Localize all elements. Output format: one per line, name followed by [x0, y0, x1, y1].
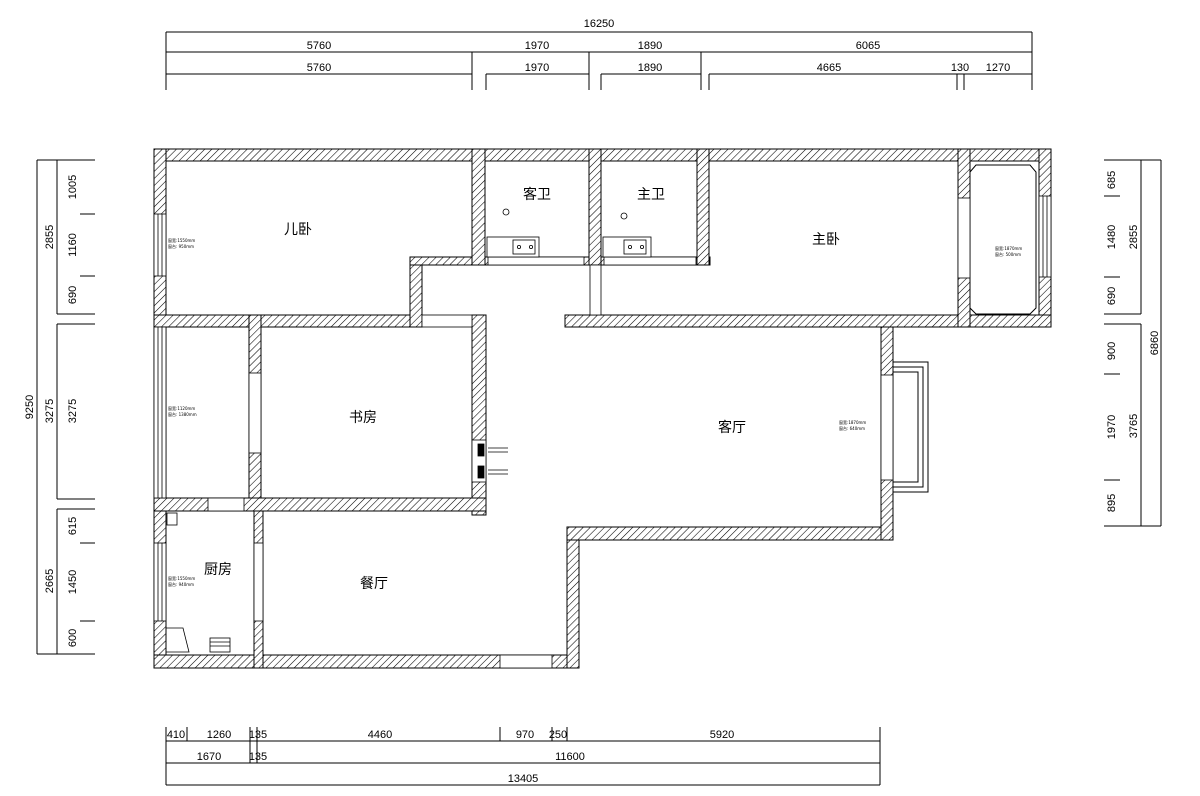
room-labels: 儿卧 客卫 主卫 主卧 书房 客厅 厨房 餐厅: [204, 186, 840, 592]
window-note: 窗宽:1870mm: [839, 419, 866, 425]
dim-label: 2855: [1128, 225, 1140, 249]
dim-label: 11600: [555, 751, 585, 763]
dim-label: 1005: [67, 175, 79, 199]
dim-label: 4665: [817, 62, 841, 74]
dim-label: 1890: [638, 62, 662, 74]
window-balcony: [1038, 195, 1052, 278]
dim-label: 410: [167, 729, 185, 741]
dim-label: 600: [67, 629, 79, 647]
dimension-left-labels: 9250 2855 3275 2665 1005 1160 690 3275 6…: [24, 175, 79, 647]
stove-icon: [209, 637, 231, 653]
window-note: 窗宽:1550mm: [168, 575, 195, 581]
dim-label: 1450: [67, 570, 79, 594]
dim-label: 1480: [1106, 225, 1118, 249]
dim-label: 895: [1106, 494, 1118, 512]
window-note: 窗台: 940mm: [168, 581, 194, 587]
window-note: 窗台: 950mm: [168, 243, 194, 249]
window-note: 窗台: 500mm: [995, 251, 1021, 257]
window-note: 窗宽:1870mm: [995, 245, 1022, 251]
window-study: [153, 326, 167, 499]
room-label-kitchen: 厨房: [204, 562, 232, 578]
dim-label: 2665: [44, 569, 56, 593]
room-label-guest-bathroom: 客卫: [523, 186, 551, 203]
dim-label: 1970: [525, 40, 549, 52]
dim-label: 4460: [368, 729, 392, 741]
floor-drain-icon: [620, 212, 628, 220]
dim-label: 3275: [44, 399, 56, 423]
dimension-bottom: [165, 727, 881, 786]
dim-label: 900: [1106, 342, 1118, 360]
balcony-frame: [969, 164, 1037, 315]
room-label-master-bathroom: 主卫: [637, 187, 665, 203]
room-label-child-bedroom: 儿卧: [284, 222, 312, 238]
fixtures: [166, 208, 652, 653]
dim-label: 1670: [197, 751, 221, 763]
window-notes: 窗宽:1550mm 窗台: 950mm 窗宽:1120mm 窗台: 1380mm…: [168, 237, 1022, 587]
dim-top-total: 16250: [584, 18, 615, 30]
dim-label: 1270: [986, 62, 1010, 74]
openings: [207, 197, 971, 669]
dim-label: 1970: [1106, 415, 1118, 439]
dim-label: 1890: [638, 40, 662, 52]
dim-label: 1970: [525, 62, 549, 74]
window-child-bedroom: [153, 213, 167, 277]
room-label-dining-room: 餐厅: [360, 576, 388, 592]
dim-label: 6065: [856, 40, 880, 52]
dim-label: 690: [1106, 287, 1118, 305]
dimension-right-labels: 6860 2855 3765 685 1480 690 900 1970 895: [1106, 171, 1161, 512]
counter-icon: [166, 627, 190, 653]
bay-window: [893, 361, 929, 493]
dim-label: 5760: [307, 62, 331, 74]
dim-label: 5920: [710, 729, 734, 741]
window-note: 窗台: 640mm: [839, 425, 865, 431]
dim-left-total: 9250: [24, 395, 36, 419]
dim-label: 615: [67, 517, 79, 535]
windows: [153, 195, 1052, 622]
dim-label: 970: [516, 729, 534, 741]
window-kitchen: [153, 542, 167, 622]
vent-icon: [166, 512, 178, 526]
window-note: 窗台: 1380mm: [168, 411, 197, 417]
dim-label: 1160: [67, 233, 79, 257]
radiator-icon: [477, 443, 508, 479]
dimension-top: [165, 31, 1033, 90]
room-label-study: 书房: [349, 410, 377, 426]
dimension-left: [36, 159, 95, 655]
dim-bottom-total: 13405: [508, 773, 539, 785]
floor-drain-icon: [502, 208, 510, 216]
room-label-master-bedroom: 主卧: [812, 232, 840, 248]
sink-icon: [602, 236, 652, 258]
dim-label: 1260: [207, 729, 231, 741]
dim-label: 135: [249, 729, 267, 741]
dim-label: 250: [549, 729, 567, 741]
dimension-right: [1104, 159, 1162, 527]
dimension-top-labels: 16250 5760 1970 1890 6065 5760 1970 1890…: [307, 18, 1010, 74]
window-note: 窗宽:1550mm: [168, 237, 195, 243]
dim-label: 2855: [44, 225, 56, 249]
dim-label: 130: [951, 62, 969, 74]
room-label-living-room: 客厅: [718, 419, 746, 436]
window-note: 窗宽:1120mm: [168, 405, 195, 411]
dim-label: 3765: [1128, 414, 1140, 438]
dim-label: 685: [1106, 171, 1118, 189]
dim-label: 3275: [67, 399, 79, 423]
dim-label: 135: [249, 751, 267, 763]
dim-label: 690: [67, 286, 79, 304]
dim-label: 5760: [307, 40, 331, 52]
dimension-bottom-labels: 410 1260 135 4460 970 250 5920 1670 135 …: [167, 729, 734, 785]
dim-right-total: 6860: [1149, 331, 1161, 355]
